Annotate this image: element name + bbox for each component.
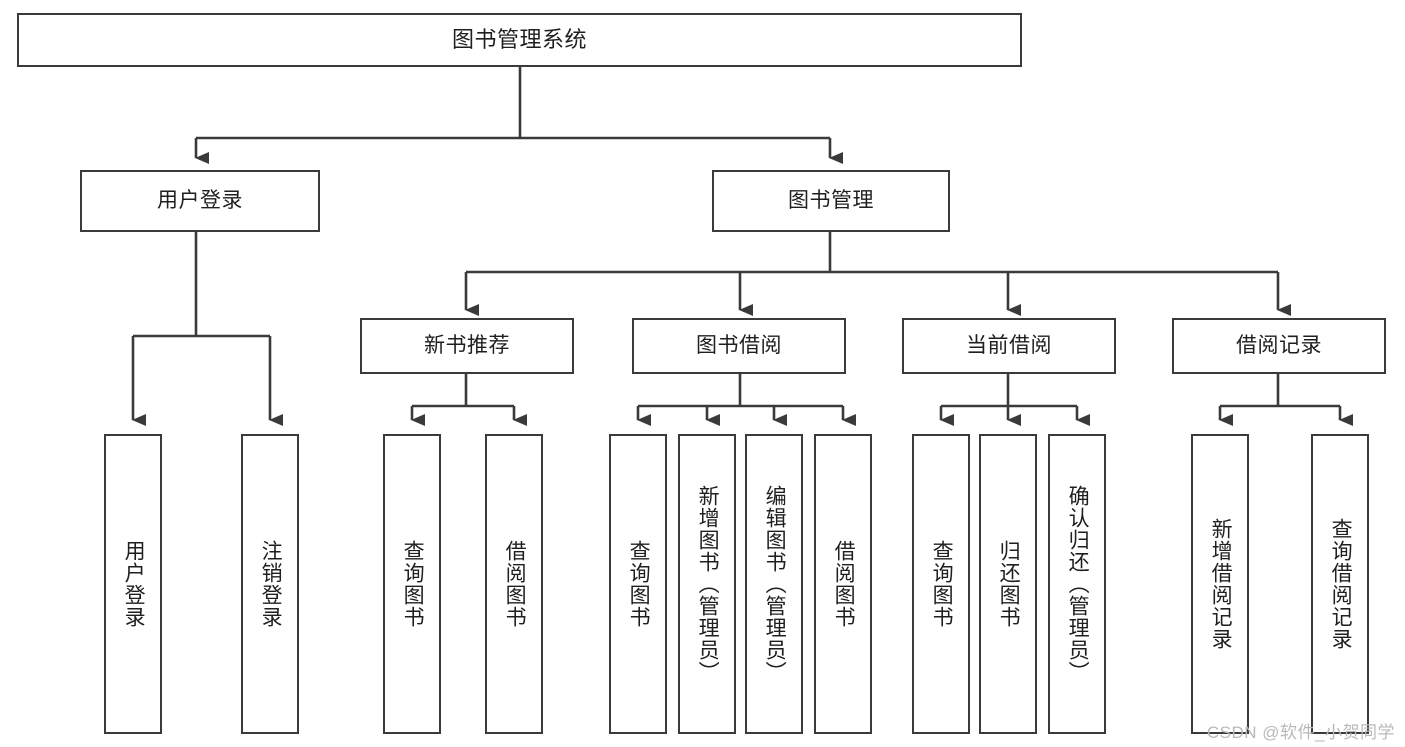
node-label: 借阅记录 bbox=[1236, 333, 1322, 357]
leaf-user-login-signout[interactable]: 注销登录 bbox=[241, 434, 299, 734]
leaf-borrow-add-book-admin[interactable]: 新增图书（管理员） bbox=[678, 434, 736, 734]
node-label: 归还图书 bbox=[997, 540, 1021, 628]
node-label: 注销登录 bbox=[259, 540, 283, 628]
leaf-current-query[interactable]: 查询图书 bbox=[912, 434, 970, 734]
node-label: 图书管理系统 bbox=[451, 27, 587, 53]
node-label: 新书推荐 bbox=[424, 333, 510, 357]
node-label: 图书借阅 bbox=[696, 333, 782, 357]
node-label: 用户登录 bbox=[122, 540, 146, 628]
node-label: 查询借阅记录 bbox=[1329, 518, 1353, 650]
node-label: 借阅图书 bbox=[503, 540, 527, 628]
node-label: 查询图书 bbox=[627, 540, 651, 628]
leaf-current-return-book[interactable]: 归还图书 bbox=[979, 434, 1037, 734]
leaf-borrow-edit-book-admin[interactable]: 编辑图书（管理员） bbox=[745, 434, 803, 734]
leaf-borrow-borrow-book[interactable]: 借阅图书 bbox=[814, 434, 872, 734]
node-current-borrow[interactable]: 当前借阅 bbox=[902, 318, 1116, 374]
node-label: 查询图书 bbox=[401, 540, 425, 628]
node-label: 查询图书 bbox=[930, 540, 954, 628]
node-borrow-records[interactable]: 借阅记录 bbox=[1172, 318, 1386, 374]
node-root-system[interactable]: 图书管理系统 bbox=[17, 13, 1022, 67]
leaf-new-book-borrow[interactable]: 借阅图书 bbox=[485, 434, 543, 734]
node-label: 当前借阅 bbox=[966, 333, 1052, 357]
leaf-user-login-signin[interactable]: 用户登录 bbox=[104, 434, 162, 734]
node-new-book-recommend[interactable]: 新书推荐 bbox=[360, 318, 574, 374]
node-label: 新增借阅记录 bbox=[1209, 518, 1233, 650]
node-label: 用户登录 bbox=[157, 188, 243, 212]
node-label: 借阅图书 bbox=[832, 540, 856, 628]
node-book-borrow[interactable]: 图书借阅 bbox=[632, 318, 846, 374]
node-label: 确认归还（管理员） bbox=[1066, 485, 1090, 683]
leaf-borrow-query[interactable]: 查询图书 bbox=[609, 434, 667, 734]
leaf-current-confirm-return-admin[interactable]: 确认归还（管理员） bbox=[1048, 434, 1106, 734]
leaf-records-query[interactable]: 查询借阅记录 bbox=[1311, 434, 1369, 734]
node-user-login[interactable]: 用户登录 bbox=[80, 170, 320, 232]
node-book-management[interactable]: 图书管理 bbox=[712, 170, 950, 232]
node-label: 编辑图书（管理员） bbox=[763, 485, 787, 683]
node-label: 图书管理 bbox=[788, 188, 874, 212]
node-label: 新增图书（管理员） bbox=[696, 485, 720, 683]
leaf-new-book-query[interactable]: 查询图书 bbox=[383, 434, 441, 734]
watermark-text: CSDN @软件_小贺同学 bbox=[1206, 723, 1395, 742]
leaf-records-add[interactable]: 新增借阅记录 bbox=[1191, 434, 1249, 734]
